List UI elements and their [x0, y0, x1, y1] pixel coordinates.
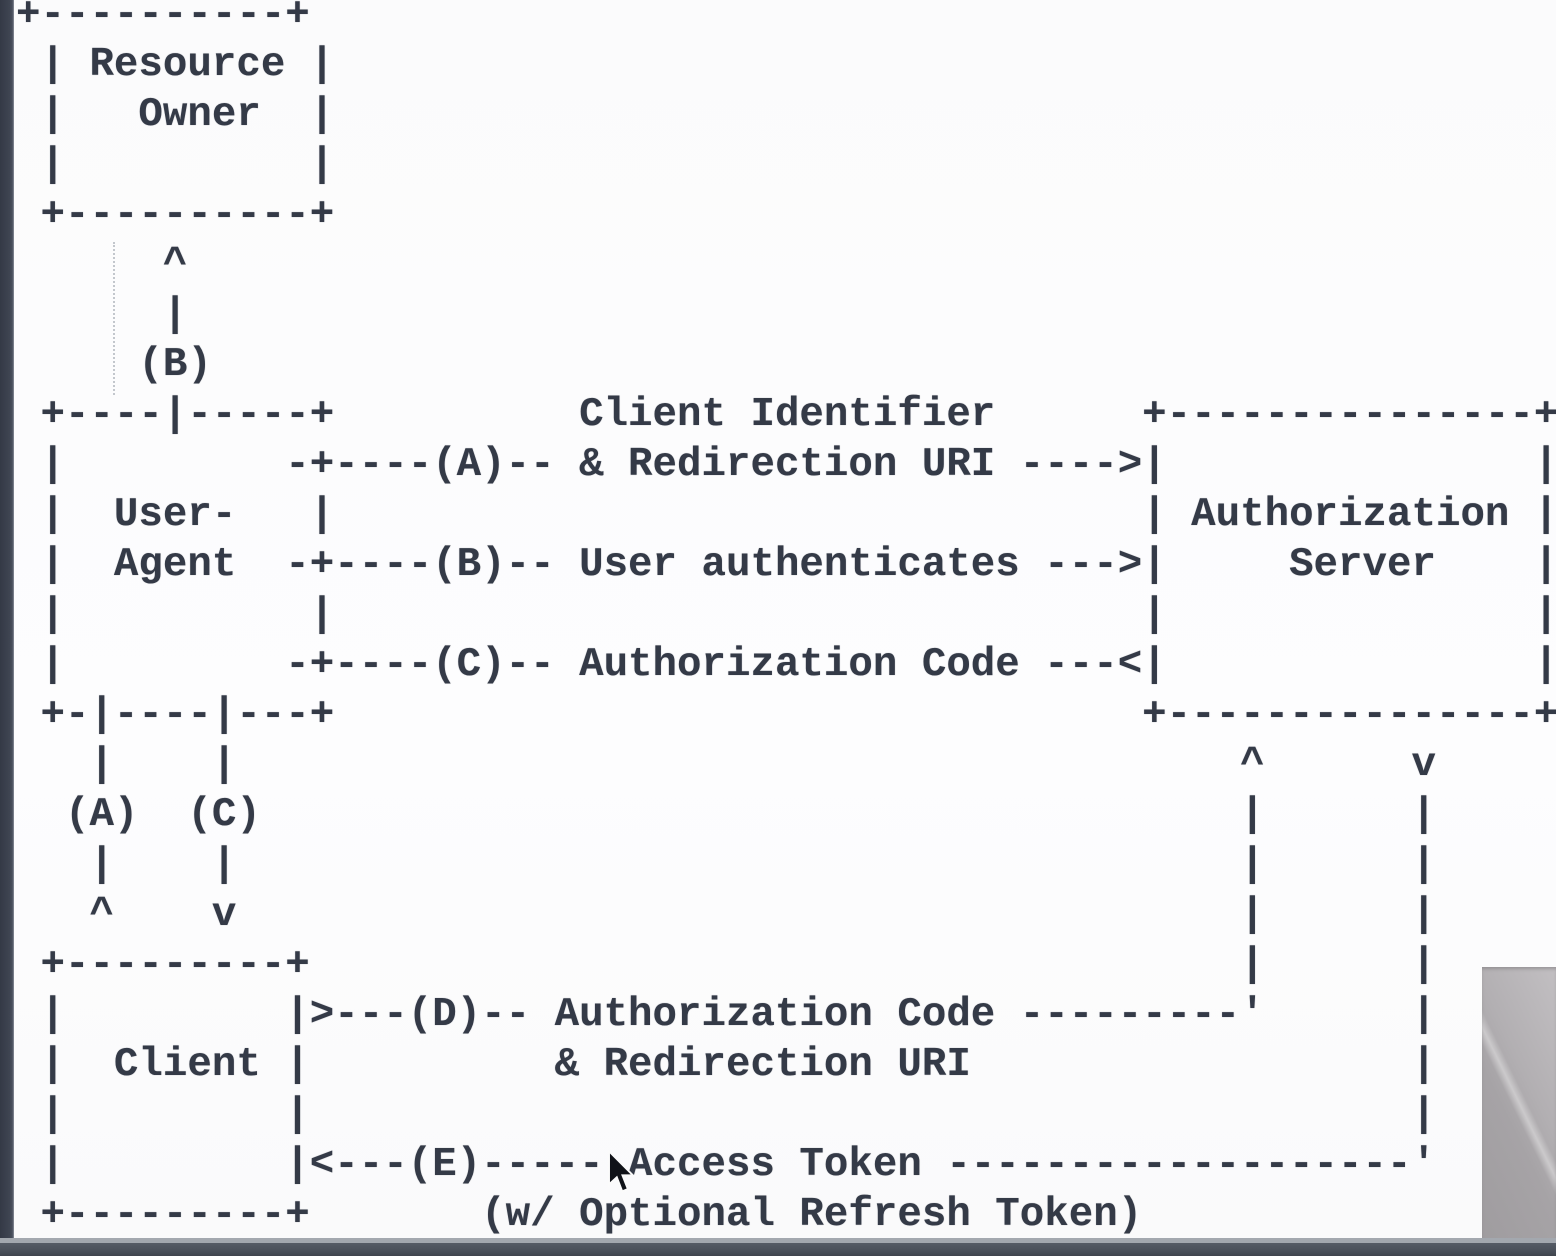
- oauth-ascii-diagram: +----------+ | Resource | | Owner | | | …: [16, 0, 1556, 1238]
- bottom-edge-bar: [0, 1238, 1556, 1256]
- faint-guide-line: [113, 242, 115, 395]
- left-edge-strip: [0, 0, 14, 1256]
- corner-gray-overlay: [1482, 967, 1556, 1247]
- mouse-cursor-icon: [608, 1150, 636, 1193]
